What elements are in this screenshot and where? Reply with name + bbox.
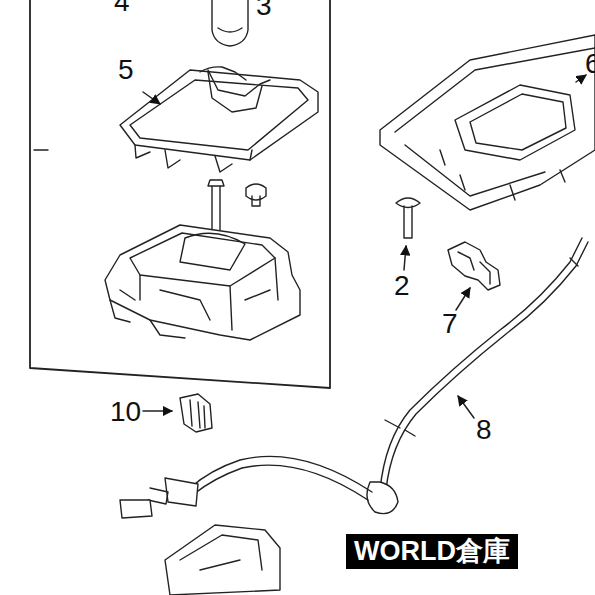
shift-cable — [120, 238, 588, 518]
callout-number: 7 — [442, 310, 458, 338]
callout-number: 4 — [114, 0, 130, 16]
bolt — [246, 184, 266, 206]
callout-number: 2 — [394, 272, 410, 300]
callout-number: 3 — [256, 0, 272, 20]
bracket — [165, 525, 280, 595]
shift-knob — [212, 0, 248, 46]
group-frame — [30, 0, 330, 388]
clip — [180, 394, 212, 432]
callout-number: 10 — [110, 398, 141, 426]
shifter-assembly — [105, 180, 300, 340]
callout-number: 6 — [585, 50, 595, 78]
shift-boot — [120, 67, 318, 172]
tick — [34, 149, 48, 150]
console-bezel — [380, 35, 595, 210]
callout-number: 8 — [476, 416, 492, 444]
bolt — [396, 198, 420, 238]
watermark: WORLD倉庫 — [346, 534, 518, 569]
switch — [448, 242, 500, 290]
callout-number: 5 — [118, 56, 134, 84]
leader-arrows — [143, 75, 586, 418]
